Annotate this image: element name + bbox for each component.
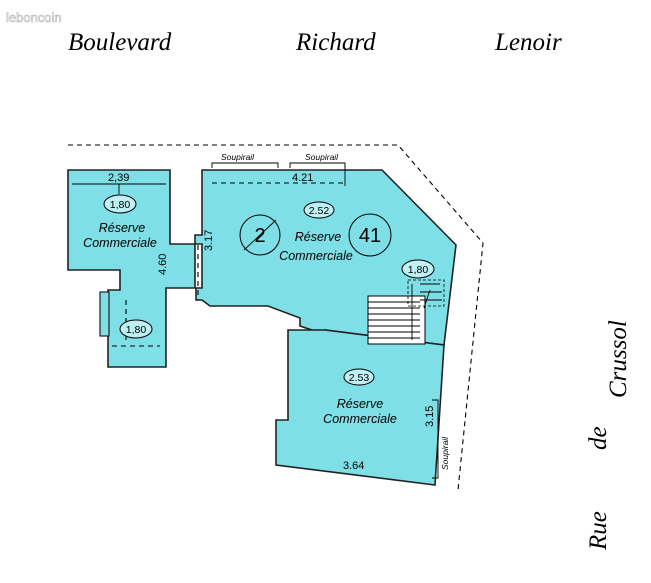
ceiling-height-left: 1,80 (110, 199, 131, 211)
ceiling-height-badge-left-lower (119, 319, 153, 339)
street-word-richard: Richard (295, 29, 376, 56)
lot-number-2: 2 (254, 225, 265, 247)
facade-line (68, 144, 484, 491)
street-word-de: de (585, 426, 612, 450)
room-main-label-line1: Réserve (295, 230, 342, 244)
soupirail-label-1: Soupirail (221, 152, 255, 162)
street-word-boulevard: Boulevard (68, 29, 172, 56)
soupirail-label-2: Soupirail (305, 152, 339, 162)
room-left-label-line2: Commerciale (83, 236, 157, 250)
street-word-rue: Rue (585, 511, 612, 551)
dim-left-depth: 4.60 (157, 254, 169, 275)
soupirail-label-3: Soupirail (440, 436, 450, 470)
room-lower-label-line1: Réserve (337, 397, 384, 411)
dim-lower-width: 3.64 (343, 460, 364, 472)
room-main-label-line2: Commerciale (279, 249, 353, 263)
soupirail-right-mark (432, 399, 439, 479)
staircase (367, 279, 445, 345)
room-lower-label-line2: Commerciale (323, 412, 397, 426)
room-left-label-line1: Réserve (99, 221, 146, 235)
room-left (67, 169, 196, 368)
lot-circle-41 (348, 213, 392, 257)
dim-main-width: 4.21 (292, 172, 313, 184)
watermark-logo: leboncoin (6, 10, 62, 25)
street-word-lenoir: Lenoir (494, 29, 562, 56)
room-lower (275, 329, 445, 486)
ceiling-height-badge-stairs (401, 259, 435, 279)
ceiling-height-stairs: 1,80 (408, 264, 429, 276)
ceiling-height-badge-left (103, 194, 137, 214)
left-nub (99, 291, 110, 337)
dim-left-width: 2,39 (108, 172, 129, 184)
ceiling-height-badge-lower (343, 368, 375, 386)
ceiling-height-main: 2.52 (309, 205, 330, 217)
street-word-crussol: Crussol (605, 320, 632, 398)
ceiling-height-lower: 2.53 (349, 372, 370, 384)
lot-number-41: 41 (359, 225, 381, 247)
dim-lower-depth: 3.15 (424, 406, 436, 427)
street-label-rue-de-crussol: Rue de Crussol (585, 320, 632, 551)
soupirail-top (211, 162, 346, 186)
lot-slash-2 (243, 219, 277, 251)
lot-circle-2 (239, 214, 281, 256)
ceiling-height-badge-main (303, 201, 335, 219)
ceiling-height-left-lower: 1,80 (126, 324, 147, 336)
dim-main-depth: 3.17 (203, 230, 215, 251)
